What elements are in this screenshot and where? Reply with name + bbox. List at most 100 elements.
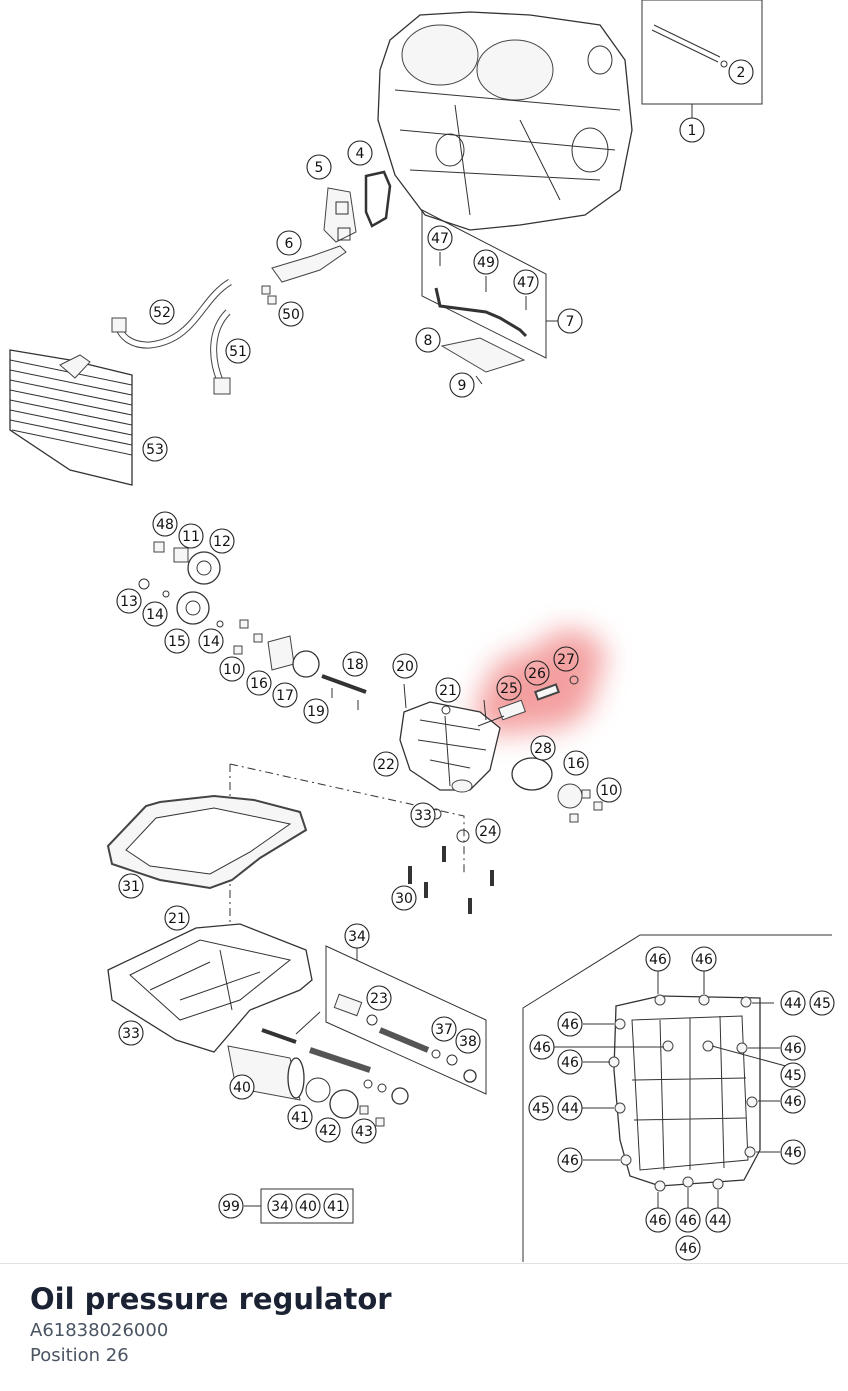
callout-27[interactable]: 27: [553, 646, 579, 672]
callout-45[interactable]: 45: [528, 1095, 554, 1121]
callout-33[interactable]: 33: [410, 802, 436, 828]
callout-13[interactable]: 13: [116, 588, 142, 614]
callout-46[interactable]: 46: [557, 1049, 583, 1075]
callout-30[interactable]: 30: [391, 885, 417, 911]
callout-label: 46: [695, 952, 713, 968]
callout-45[interactable]: 45: [780, 1062, 806, 1088]
callout-label: 49: [477, 255, 495, 271]
callout-15[interactable]: 15: [164, 628, 190, 654]
callout-label: 34: [271, 1199, 289, 1215]
callout-18[interactable]: 18: [342, 651, 368, 677]
callout-19[interactable]: 19: [303, 698, 329, 724]
callout-41[interactable]: 41: [323, 1193, 349, 1219]
callout-1[interactable]: 1: [679, 117, 705, 143]
callout-45[interactable]: 45: [809, 990, 835, 1016]
callout-21[interactable]: 21: [164, 905, 190, 931]
callout-49[interactable]: 49: [473, 249, 499, 275]
callout-46[interactable]: 46: [675, 1235, 701, 1261]
callout-46[interactable]: 46: [557, 1011, 583, 1037]
callout-43[interactable]: 43: [351, 1118, 377, 1144]
callout-6[interactable]: 6: [276, 230, 302, 256]
callout-48[interactable]: 48: [152, 511, 178, 537]
callout-14[interactable]: 14: [142, 601, 168, 627]
callout-8[interactable]: 8: [415, 327, 441, 353]
callout-2[interactable]: 2: [728, 59, 754, 85]
callout-34[interactable]: 34: [267, 1193, 293, 1219]
callout-label: 46: [533, 1040, 551, 1056]
callout-44[interactable]: 44: [780, 990, 806, 1016]
callout-label: 44: [784, 996, 802, 1012]
callout-44[interactable]: 44: [705, 1207, 731, 1233]
callout-label: 37: [435, 1022, 453, 1038]
callout-16[interactable]: 16: [246, 670, 272, 696]
callout-10[interactable]: 10: [596, 777, 622, 803]
callout-14[interactable]: 14: [198, 628, 224, 654]
part-box-1: [641, 0, 763, 105]
callout-50[interactable]: 50: [278, 301, 304, 327]
part-box-34: [325, 945, 487, 1095]
callout-7[interactable]: 7: [557, 308, 583, 334]
callout-21[interactable]: 21: [435, 677, 461, 703]
callout-31[interactable]: 31: [118, 873, 144, 899]
callout-label: 46: [679, 1213, 697, 1229]
oil-pan: [107, 923, 313, 1053]
callout-label: 5: [315, 160, 324, 176]
callout-46[interactable]: 46: [645, 1207, 671, 1233]
callout-label: 41: [291, 1110, 309, 1126]
callout-4[interactable]: 4: [347, 140, 373, 166]
callout-label: 30: [395, 891, 413, 907]
callout-5[interactable]: 5: [306, 154, 332, 180]
callout-label: 19: [307, 704, 325, 720]
callout-label: 38: [459, 1034, 477, 1050]
callout-label: 33: [414, 808, 432, 824]
callout-42[interactable]: 42: [315, 1117, 341, 1143]
callout-16[interactable]: 16: [563, 750, 589, 776]
callout-47[interactable]: 47: [513, 269, 539, 295]
callout-46[interactable]: 46: [557, 1147, 583, 1173]
callout-52[interactable]: 52: [149, 299, 175, 325]
callout-label: 46: [784, 1145, 802, 1161]
callout-34[interactable]: 34: [344, 923, 370, 949]
callout-46[interactable]: 46: [691, 946, 717, 972]
callout-12[interactable]: 12: [209, 528, 235, 554]
callout-label: 17: [276, 688, 294, 704]
callout-label: 33: [122, 1026, 140, 1042]
callout-40[interactable]: 40: [229, 1074, 255, 1100]
callout-46[interactable]: 46: [780, 1035, 806, 1061]
callout-37[interactable]: 37: [431, 1016, 457, 1042]
callout-33[interactable]: 33: [118, 1020, 144, 1046]
callout-46[interactable]: 46: [529, 1034, 555, 1060]
callout-38[interactable]: 38: [455, 1028, 481, 1054]
callout-22[interactable]: 22: [373, 751, 399, 777]
callout-9[interactable]: 9: [449, 372, 475, 398]
callout-51[interactable]: 51: [225, 338, 251, 364]
callout-25[interactable]: 25: [496, 675, 522, 701]
callout-10[interactable]: 10: [219, 656, 245, 682]
callout-11[interactable]: 11: [178, 523, 204, 549]
callout-24[interactable]: 24: [475, 818, 501, 844]
callout-label: 46: [561, 1153, 579, 1169]
callout-47[interactable]: 47: [427, 225, 453, 251]
callout-label: 24: [479, 824, 497, 840]
callout-20[interactable]: 20: [392, 653, 418, 679]
callout-41[interactable]: 41: [287, 1104, 313, 1130]
callout-99[interactable]: 99: [218, 1193, 244, 1219]
callout-label: 50: [282, 307, 300, 323]
callout-label: 4: [356, 146, 365, 162]
callout-44[interactable]: 44: [557, 1095, 583, 1121]
callout-53[interactable]: 53: [142, 436, 168, 462]
callout-46[interactable]: 46: [675, 1207, 701, 1233]
callout-17[interactable]: 17: [272, 682, 298, 708]
callout-label: 10: [223, 662, 241, 678]
callout-label: 34: [348, 929, 366, 945]
callout-23[interactable]: 23: [366, 985, 392, 1011]
callout-40[interactable]: 40: [295, 1193, 321, 1219]
callout-28[interactable]: 28: [530, 735, 556, 761]
callout-46[interactable]: 46: [780, 1139, 806, 1165]
callout-26[interactable]: 26: [524, 660, 550, 686]
callout-46[interactable]: 46: [645, 946, 671, 972]
callout-46[interactable]: 46: [780, 1088, 806, 1114]
callout-label: 7: [566, 314, 575, 330]
callout-label: 1: [688, 123, 697, 139]
